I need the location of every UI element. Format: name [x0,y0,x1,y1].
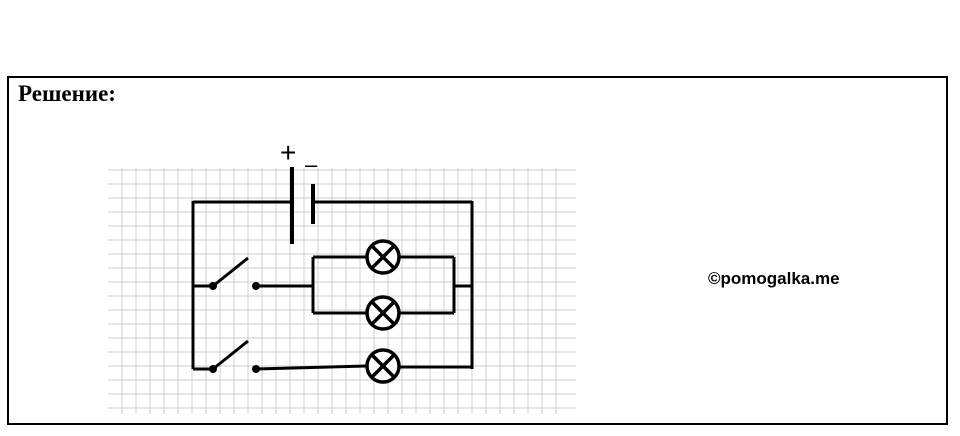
wire-switch-2-out [255,364,367,371]
graph-paper-grid [108,168,576,414]
switch-1-contact [252,282,260,290]
switch-2-contact [252,365,260,373]
switch-1-pivot [209,282,217,290]
solution-heading: Решение: [18,81,116,106]
switch-1-lever [212,256,249,288]
battery-minus-sign: – [305,152,318,177]
battery-symbol [290,167,315,244]
solution-frame [7,76,948,425]
circuit-wiring [191,200,474,371]
lamp-1-symbol [365,239,401,275]
switch-2-lever [212,339,249,371]
switch-contacts [209,282,260,373]
battery-plus-sign: + [280,137,296,168]
lamp-2-symbol [365,295,401,331]
watermark-text: ©pomogalka.me [708,269,840,288]
switch-2-pivot [209,365,217,373]
lamp-3-symbol [365,348,401,384]
